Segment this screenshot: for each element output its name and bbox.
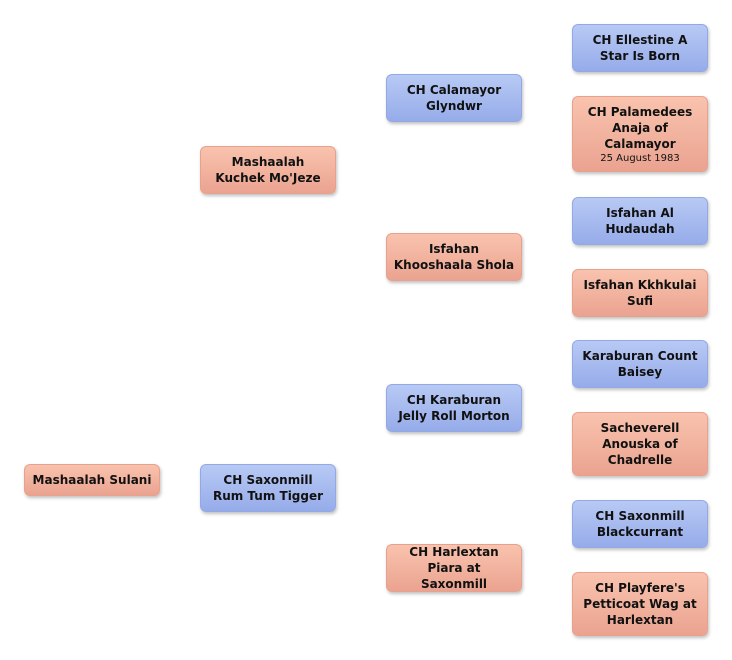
node-sire-sire-sire[interactable]: Karaburan Count Baisey — [572, 340, 708, 388]
node-label: Karaburan Count Baisey — [582, 349, 698, 379]
node-sire-dam-dam[interactable]: CH Playfere's Petticoat Wag at Harlextan — [572, 572, 708, 636]
node-label: Sacheverell Anouska of Chadrelle — [600, 421, 680, 467]
node-dam-dam[interactable]: Isfahan Khooshaala Shola — [386, 233, 522, 281]
node-dam[interactable]: Mashaalah Kuchek Mo'Jeze — [200, 146, 336, 194]
node-date: 25 August 1983 — [600, 152, 680, 164]
node-label: Isfahan Khooshaala Shola — [393, 242, 515, 272]
node-sire-sire[interactable]: CH Karaburan Jelly Roll Morton — [386, 384, 522, 432]
node-label: CH Harlextan Piara at Saxonmill — [409, 545, 499, 591]
node-sire-dam-sire[interactable]: CH Saxonmill Blackcurrant — [572, 500, 708, 548]
node-dam-sire-sire[interactable]: CH Ellestine A Star Is Born — [572, 24, 708, 72]
node-label: CH Palamedees Anaja of Calamayor — [587, 104, 693, 151]
node-label: CH Saxonmill Blackcurrant — [595, 509, 685, 539]
node-label: CH Playfere's Petticoat Wag at Harlextan — [583, 581, 697, 627]
node-label: CH Ellestine A Star Is Born — [592, 33, 688, 63]
node-sire-sire-dam[interactable]: Sacheverell Anouska of Chadrelle — [572, 412, 708, 476]
node-label: CH Karaburan Jelly Roll Morton — [398, 393, 510, 423]
node-label: Mashaalah Sulani — [32, 473, 152, 487]
node-sire-dam[interactable]: CH Harlextan Piara at Saxonmill — [386, 544, 522, 592]
node-label: Isfahan Kkhkulai Sufi — [583, 278, 697, 308]
node-label: Isfahan Al Hudaudah — [605, 206, 675, 236]
node-sire[interactable]: CH Saxonmill Rum Tum Tigger — [200, 464, 336, 512]
node-dam-dam-dam[interactable]: Isfahan Kkhkulai Sufi — [572, 269, 708, 317]
node-subject[interactable]: Mashaalah Sulani — [24, 464, 160, 496]
node-dam-dam-sire[interactable]: Isfahan Al Hudaudah — [572, 197, 708, 245]
node-dam-sire-dam[interactable]: CH Palamedees Anaja of Calamayor 25 Augu… — [572, 96, 708, 172]
node-label: CH Saxonmill Rum Tum Tigger — [212, 473, 324, 503]
node-label: Mashaalah Kuchek Mo'Jeze — [215, 155, 321, 185]
node-dam-sire[interactable]: CH Calamayor Glyndwr — [386, 74, 522, 122]
node-label: CH Calamayor Glyndwr — [406, 83, 502, 113]
